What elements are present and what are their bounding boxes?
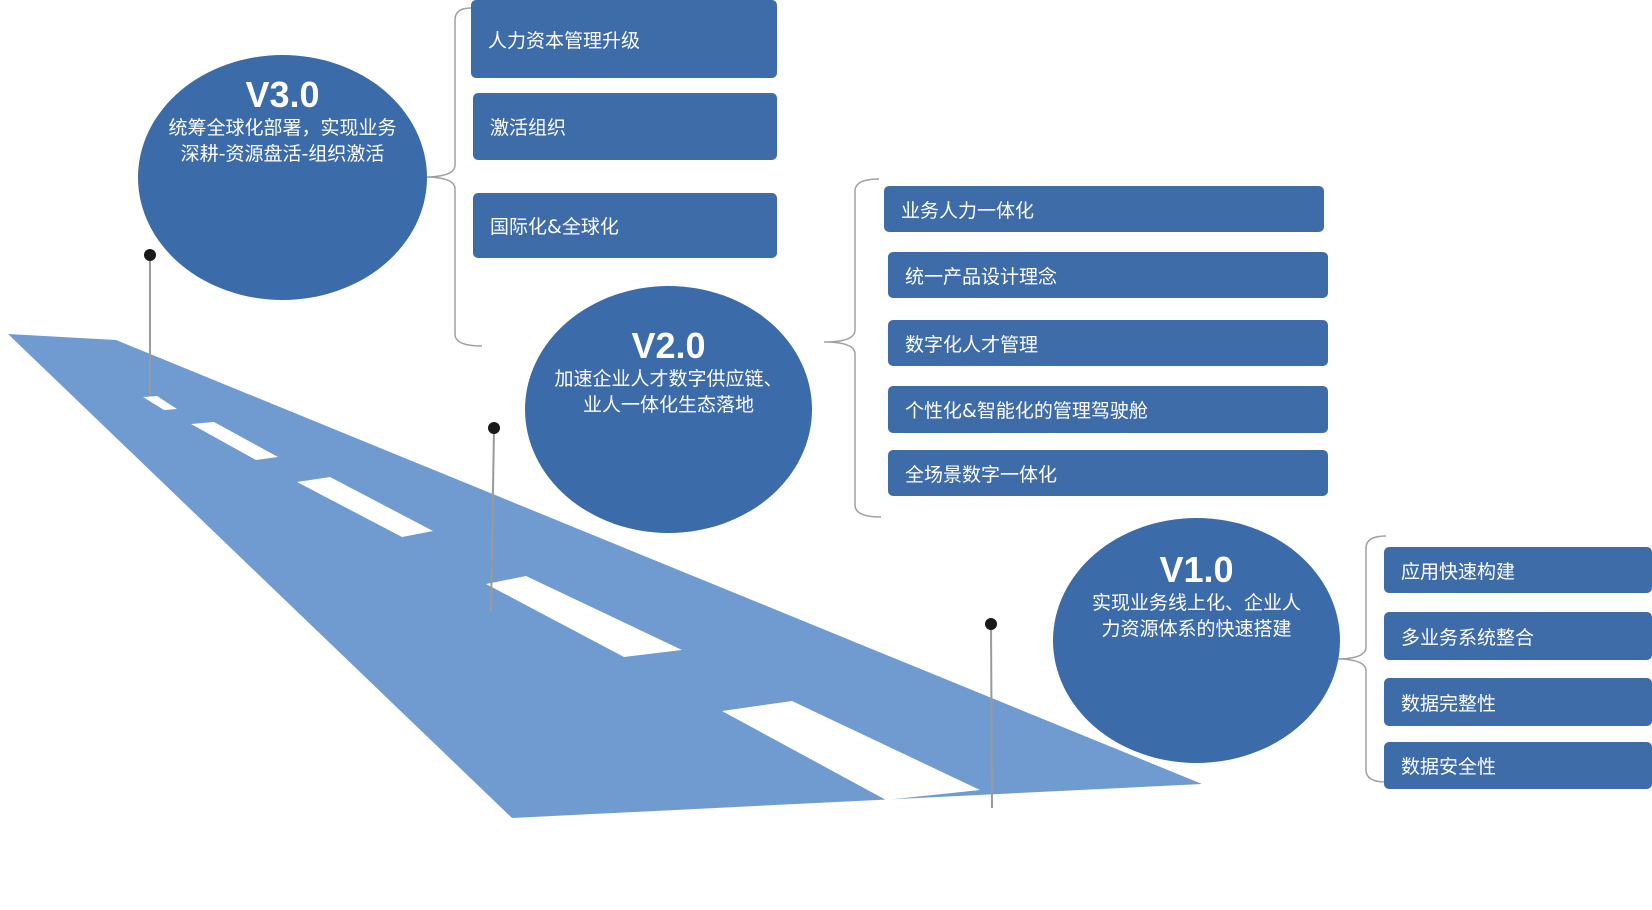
stage-v2-oval: V2.0 加速企业人才数字供应链、 业人一体化生态落地	[525, 286, 812, 533]
stage-v2-item-3: 数字化人才管理	[888, 320, 1328, 366]
stage-v1-desc-line-2: 力资源体系的快速搭建	[1101, 618, 1292, 640]
bracket-v1	[1335, 535, 1387, 783]
stage-v2-item-4: 个性化&智能化的管理驾驶舱	[888, 386, 1328, 433]
pole-top-v3	[144, 249, 156, 261]
lane-mark-3	[297, 477, 433, 537]
stage-v1-item-4: 数据安全性	[1384, 742, 1652, 789]
stage-v1-item-2: 多业务系统整合	[1384, 612, 1652, 660]
stage-v1-item-3: 数据完整性	[1384, 678, 1652, 726]
lane-mark-5	[722, 701, 980, 800]
stage-v1-item-1: 应用快速构建	[1384, 547, 1652, 593]
stage-v1-version: V1.0	[1159, 549, 1234, 590]
stage-v1-oval: V1.0 实现业务线上化、企业人 力资源体系的快速搭建	[1053, 518, 1340, 763]
pole-top-v1	[985, 618, 997, 630]
stage-v3-desc-line-2: 深耕-资源盘活-组织激活	[180, 143, 385, 165]
stage-v2-item-5: 全场景数字一体化	[888, 450, 1328, 496]
stage-v3-desc-line-1: 统筹全球化部署，实现业务	[168, 117, 397, 139]
stage-v3-item-3: 国际化&全球化	[473, 193, 777, 258]
stage-v3-oval: V3.0 统筹全球化部署，实现业务 深耕-资源盘活-组织激活	[138, 55, 427, 300]
lane-mark-4	[486, 576, 682, 657]
stage-v3-version: V3.0	[245, 74, 320, 115]
stage-v3-item-2: 激活组织	[473, 93, 777, 160]
stage-v3-item-1: 人力资本管理升级	[471, 0, 777, 78]
road-surface	[8, 334, 1202, 818]
lane-mark-1	[143, 396, 177, 410]
stage-v1-desc-line-1: 实现业务线上化、企业人	[1091, 592, 1301, 614]
stage-v2-item-1: 业务人力一体化	[884, 186, 1324, 232]
pole-v1	[990, 623, 993, 809]
stage-v2-desc-line-1: 加速企业人才数字供应链、	[554, 368, 783, 390]
stage-v2-item-2: 统一产品设计理念	[888, 252, 1328, 298]
pole-top-v2	[488, 422, 500, 434]
bracket-v2	[823, 178, 882, 518]
stage-v2-desc-line-2: 业人一体化生态落地	[582, 394, 754, 416]
lane-mark-2	[191, 422, 278, 460]
pole-v2	[490, 427, 495, 613]
stage-v2-version: V2.0	[631, 325, 706, 366]
